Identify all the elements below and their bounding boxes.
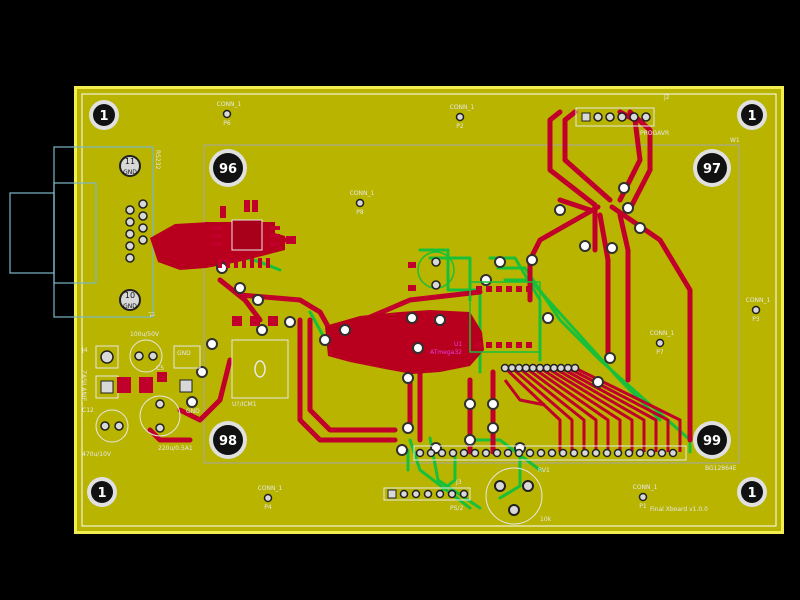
display-hole: 98 xyxy=(209,421,247,459)
display-hole: 97 xyxy=(693,149,731,187)
connector-value: CONN_1 xyxy=(258,485,283,492)
j2-label: J2 xyxy=(663,94,670,101)
connector-value: CONN_1 xyxy=(450,104,475,111)
rs232-label: RS232 xyxy=(154,150,161,170)
display-hole: 99 xyxy=(693,421,731,459)
u1-value: ATmega32 xyxy=(430,349,462,356)
j3-label: J3 xyxy=(455,479,462,486)
connector-p2: CONN_1 P2 xyxy=(450,104,475,130)
display-hole-label: 97 xyxy=(703,162,721,177)
mounting-hole-label: 1 xyxy=(747,486,756,501)
connector-ref: P4 xyxy=(264,504,272,511)
gnd-label-bottom: GND xyxy=(123,303,137,310)
connector-value: CONN_1 xyxy=(650,330,675,337)
connector-ref: P3 xyxy=(752,316,760,323)
display-outline xyxy=(203,144,740,464)
connector-value: CONN_1 xyxy=(350,190,375,197)
mounting-hole: 1 xyxy=(89,100,119,130)
cap-470u-label: 470u/10V xyxy=(82,451,112,458)
display-data-traces xyxy=(503,366,682,452)
cap-100u-label: 100u/50V xyxy=(130,331,160,338)
pot-value-label: 10k xyxy=(540,516,552,523)
progavr-label: PROGAVR xyxy=(640,130,669,137)
display-header: BG12864E xyxy=(413,445,737,472)
mounting-hole: 1 xyxy=(737,477,767,507)
u1-ic: U1 ATmega32 xyxy=(430,281,541,356)
u1-ref: U1 xyxy=(454,341,462,348)
mounting-hole: 1 xyxy=(737,100,767,130)
connector-p8: CONN_1 P8 xyxy=(350,190,375,216)
gnd-label-a: GND xyxy=(177,350,191,357)
j4-label: J4 xyxy=(81,347,88,354)
connector-ref: P2 xyxy=(456,123,464,130)
connector-p3: CONN_1 P3 xyxy=(746,297,771,323)
potentiometer: RV1 10k xyxy=(485,467,552,525)
connector-p1: CONN_1 P1 xyxy=(633,484,658,510)
gnd-label-top: GND xyxy=(123,169,137,176)
mounting-number-bottom: 10 xyxy=(125,291,135,300)
rv1-label: RV1 xyxy=(538,467,550,474)
power-section: J4 ZASILANIE 100u/50V C5 GND GND C12 470… xyxy=(80,316,289,458)
mounting-hole: 1 xyxy=(87,477,117,507)
ps2-label: PS/2 xyxy=(450,505,463,512)
crystal xyxy=(408,251,455,291)
c5-label: C5 xyxy=(156,365,164,372)
mounting-number-top: 11 xyxy=(125,157,135,166)
microcontroller-components xyxy=(212,200,296,268)
rs232-courtyard xyxy=(9,146,154,318)
gnd-label-b: GND xyxy=(186,408,200,415)
resistor-array xyxy=(500,363,580,373)
display-holes: 96 97 98 99 xyxy=(209,149,731,459)
j1-label: J1 xyxy=(148,311,155,318)
display-hole: 96 xyxy=(209,149,247,187)
zasilanie-label: ZASILANIE xyxy=(80,370,87,402)
w1-label: W1 xyxy=(730,137,740,144)
connector-value: CONN_1 xyxy=(633,484,658,491)
display-hole-label: 98 xyxy=(219,434,237,449)
board-outline xyxy=(81,93,777,527)
board-fill xyxy=(77,89,781,531)
connector-ref: P7 xyxy=(656,349,664,356)
display-hole-label: 96 xyxy=(219,162,237,177)
display-hole-label: 99 xyxy=(703,434,721,449)
connector-ref: P6 xyxy=(223,120,231,127)
board-title: Final Xboard v1.0.0 xyxy=(650,506,708,513)
glcd-label: BG12864E xyxy=(705,465,737,472)
cap-220u-label: 220u/0.5A1 xyxy=(158,445,193,452)
progavr-header: J2 PROGAVR xyxy=(575,94,670,137)
rs232-connector: 11 GND 10 GND RS232 J1 xyxy=(119,150,161,318)
mounting-hole-label: 1 xyxy=(97,486,106,501)
connector-p7: CONN_1 P7 xyxy=(650,330,675,356)
power-ic-label: U?/ICM1 xyxy=(232,401,257,408)
c12-label: C12 xyxy=(82,407,94,414)
connector-ref: P1 xyxy=(639,503,647,510)
connector-p6: CONN_1 P6 xyxy=(217,101,242,127)
test-connectors: CONN_1 P6 CONN_1 P2 CONN_1 P8 CONN_1 P3 … xyxy=(217,101,771,511)
mounting-holes: 1 1 1 1 xyxy=(87,100,767,507)
mounting-hole-label: 1 xyxy=(747,109,756,124)
connector-p4: CONN_1 P4 xyxy=(258,485,283,511)
mounting-hole-label: 1 xyxy=(99,109,108,124)
connector-ref: P8 xyxy=(356,209,364,216)
connector-value: CONN_1 xyxy=(217,101,242,108)
connector-value: CONN_1 xyxy=(746,297,771,304)
ps2-connector: J3 PS/2 xyxy=(383,479,471,512)
